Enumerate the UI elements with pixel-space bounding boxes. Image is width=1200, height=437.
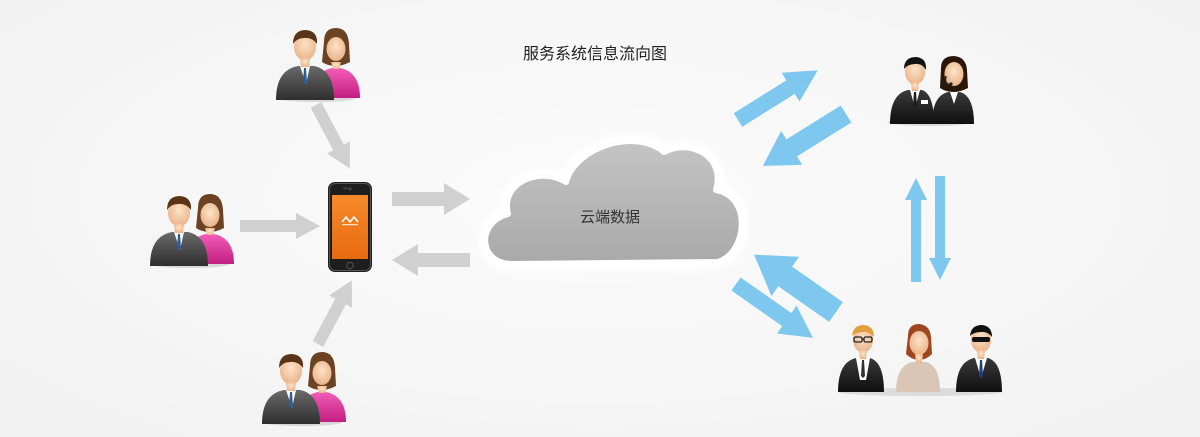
cloud-icon (478, 134, 749, 271)
arrow-staff-to-cloud (762, 105, 852, 166)
arrow-cloud-to-phone (392, 244, 470, 276)
arrow-cloud-to-team (731, 277, 814, 338)
arrow-team-to-cloud (754, 254, 843, 322)
arrow-left-couple-to-phone (240, 213, 320, 239)
arrow-phone-to-cloud (392, 183, 470, 215)
cloud-label: 云端数据 (579, 208, 640, 226)
arrow-staff-to-team (929, 176, 951, 280)
arrow-team-to-staff (905, 178, 927, 282)
user-couple-icon-bottom (262, 352, 346, 426)
diagram-title: 服务系统信息流向图 (522, 44, 667, 63)
user-couple-icon-top (276, 28, 360, 102)
arrow-cloud-to-staff (733, 70, 818, 127)
arrow-bottom-couple-to-phone (312, 280, 353, 347)
service-staff-icon (888, 56, 974, 126)
arrow-top-couple-to-phone (310, 102, 351, 169)
team-icon (838, 324, 1002, 396)
smartphone-icon (328, 182, 372, 272)
user-couple-icon-left (150, 194, 234, 268)
